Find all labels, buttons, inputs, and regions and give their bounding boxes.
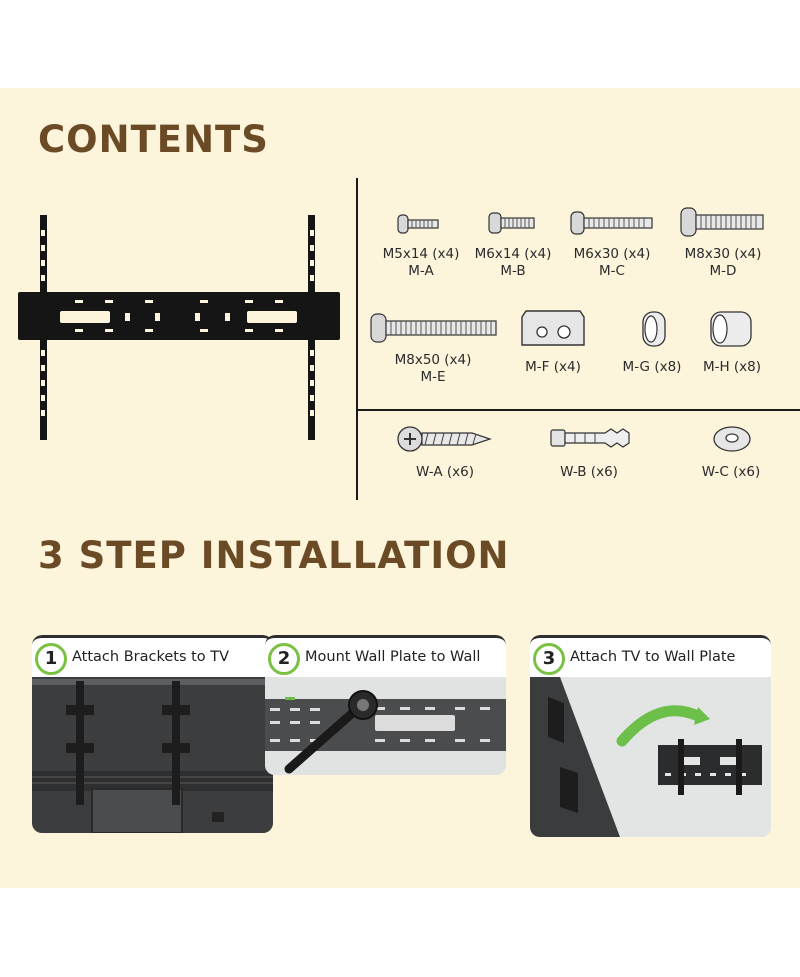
part-w-a: W-A (x6) bbox=[415, 464, 474, 480]
step-2-header: 2 Mount Wall Plate to Wall bbox=[265, 635, 506, 677]
spacer-plate-icon bbox=[521, 310, 585, 346]
step-3-image bbox=[530, 677, 771, 837]
long-spacer-icon bbox=[710, 311, 752, 347]
step-2-number: 2 bbox=[268, 643, 300, 675]
part-m-f: M-F (x4) bbox=[525, 359, 581, 375]
step-1-card: 1 Attach Brackets to TV bbox=[32, 635, 273, 833]
part-m-a: M5x14 (x4) M-A bbox=[382, 246, 460, 279]
part-m-g: M-G (x8) bbox=[622, 359, 682, 375]
short-spacer-icon bbox=[642, 311, 666, 347]
pan-head-screw-short-icon bbox=[488, 212, 535, 234]
step-1-title: Attach Brackets to TV bbox=[72, 649, 230, 665]
lag-bolt-icon bbox=[397, 426, 492, 452]
step-3-header: 3 Attach TV to Wall Plate bbox=[530, 635, 771, 677]
step-3-card: 3 Attach TV to Wall Plate bbox=[530, 635, 771, 837]
pan-head-screw-medium-icon bbox=[680, 207, 764, 237]
step-1-image bbox=[32, 677, 273, 833]
step-2-image bbox=[265, 677, 506, 775]
part-m-c: M6x30 (x4) M-C bbox=[573, 246, 651, 279]
pan-head-screw-short-icon bbox=[397, 214, 439, 234]
step-3-title: Attach TV to Wall Plate bbox=[570, 649, 736, 665]
part-w-b: W-B (x6) bbox=[560, 464, 618, 480]
part-m-h: M-H (x8) bbox=[702, 359, 762, 375]
part-m-b: M6x14 (x4) M-B bbox=[474, 246, 552, 279]
wall-mount-bracket-image bbox=[18, 215, 340, 440]
step-1-number: 1 bbox=[35, 643, 67, 675]
washer-icon bbox=[713, 426, 751, 452]
contents-heading: CONTENTS bbox=[38, 118, 269, 161]
step-2-card: 2 Mount Wall Plate to Wall bbox=[265, 635, 506, 775]
horizontal-divider bbox=[358, 409, 800, 411]
part-m-e: M8x50 (x4) M-E bbox=[394, 352, 472, 385]
pan-head-screw-medium-icon bbox=[570, 211, 653, 235]
step-2-title: Mount Wall Plate to Wall bbox=[305, 649, 481, 665]
part-m-d: M8x30 (x4) M-D bbox=[684, 246, 762, 279]
wall-anchor-icon bbox=[550, 428, 630, 448]
step-1-header: 1 Attach Brackets to TV bbox=[32, 635, 273, 677]
step-3-number: 3 bbox=[533, 643, 565, 675]
installation-heading: 3 STEP INSTALLATION bbox=[38, 534, 510, 577]
pan-head-screw-long-icon bbox=[370, 313, 497, 343]
part-w-c: W-C (x6) bbox=[701, 464, 761, 480]
vertical-divider bbox=[356, 178, 358, 500]
